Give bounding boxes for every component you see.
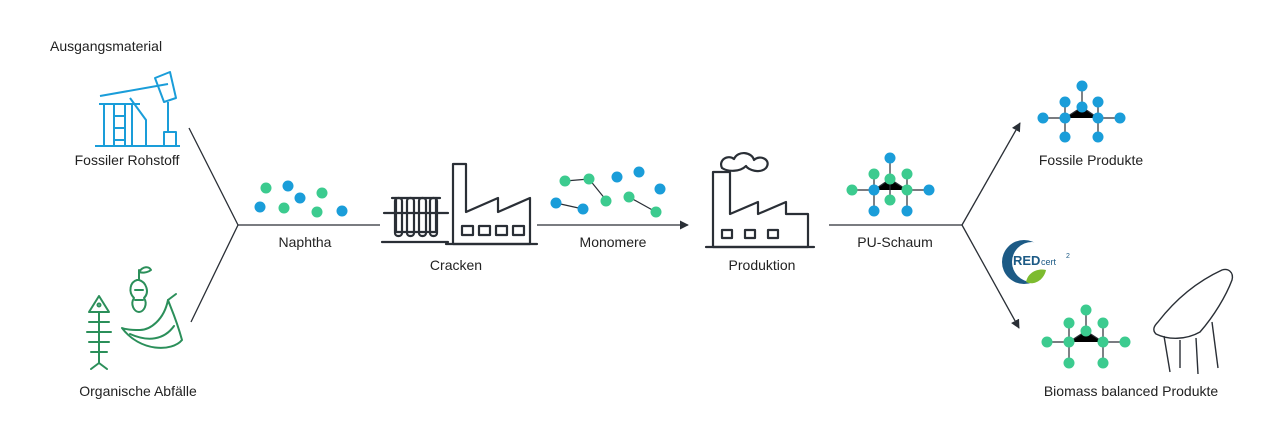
factory-icon — [444, 162, 539, 246]
production-plant-icon — [704, 152, 816, 249]
banana-peel-icon — [121, 293, 183, 349]
fossil-products-label: Fossile Produkte — [1038, 152, 1144, 168]
svg-text:RED: RED — [1013, 253, 1040, 268]
oil-pump-icon — [95, 71, 180, 147]
molecule-dot — [316, 187, 328, 199]
organic-waste-label: Organische Abfälle — [79, 383, 197, 399]
monomers-label: Monomere — [579, 234, 647, 250]
molecule-dot — [294, 192, 306, 204]
molecule-dot — [336, 205, 348, 217]
apple-core-icon — [129, 266, 152, 313]
fossil-raw-label: Fossiler Rohstoff — [74, 152, 180, 168]
production-label: Produktion — [728, 257, 796, 273]
pu-molecule-icon — [846, 152, 935, 217]
cracking-label: Cracken — [429, 257, 483, 273]
source-heading: Ausgangsmaterial — [50, 38, 163, 54]
molecule-dot — [254, 201, 266, 213]
naphtha-label: Naphtha — [278, 234, 332, 250]
molecule-dot — [282, 180, 294, 192]
naphtha-dots — [254, 180, 348, 218]
fish-bone-icon — [86, 295, 112, 370]
chair-icon — [1153, 268, 1234, 375]
biomass-molecule-icon — [1041, 304, 1131, 369]
flow-lines — [188, 122, 1021, 329]
svg-text:2: 2 — [1066, 253, 1070, 260]
fossil-molecule-icon — [1037, 80, 1126, 143]
pu-foam-label: PU-Schaum — [857, 234, 933, 250]
svg-text:cert: cert — [1041, 257, 1057, 267]
molecule-dot — [311, 206, 323, 218]
biomass-products-label: Biomass balanced Produkte — [1043, 383, 1219, 399]
molecule-dot — [278, 202, 290, 214]
redcert-logo: RED cert 2 — [1002, 240, 1070, 284]
test-tubes-icon — [380, 196, 450, 244]
molecule-dot — [260, 182, 272, 194]
monomers-icon — [550, 166, 666, 218]
